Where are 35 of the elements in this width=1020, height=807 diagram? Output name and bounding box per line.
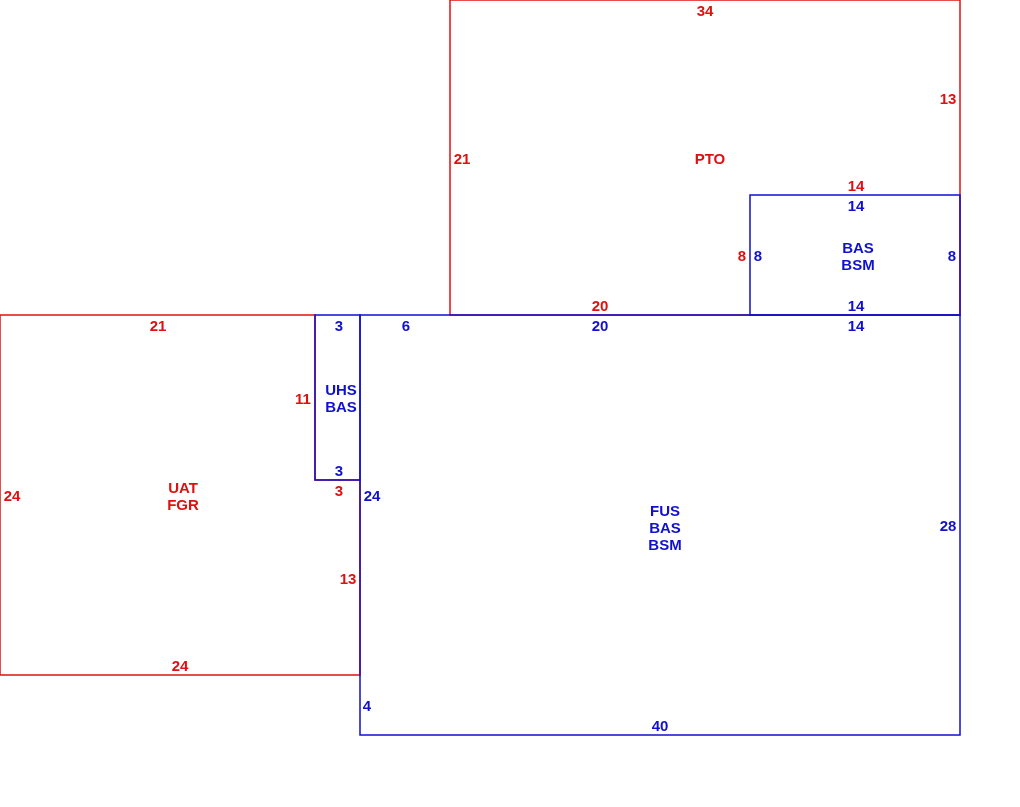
- dimension-label: 14: [847, 177, 865, 193]
- dimension-label: 6: [401, 317, 411, 333]
- dimension-label: 20: [591, 317, 609, 333]
- room-code: BAS: [841, 239, 875, 256]
- dimension-label: 21: [453, 150, 471, 166]
- room-code: UHS: [325, 381, 357, 398]
- dimension-label: 11: [295, 390, 311, 406]
- dimension-label: 21: [149, 317, 167, 333]
- room-code: BAS: [648, 518, 682, 536]
- dimension-label: 8: [947, 247, 957, 263]
- room-code: BAS: [325, 398, 357, 415]
- dimension-label: 3: [334, 482, 344, 498]
- dimension-label: 24: [171, 657, 189, 673]
- dimension-label: 4: [362, 697, 372, 713]
- room-code: FGR: [167, 496, 199, 513]
- room-code: PTO: [694, 149, 726, 167]
- room-code: BSM: [648, 535, 682, 553]
- dimension-label: 34: [696, 2, 714, 18]
- dimension-label: 24: [3, 487, 21, 503]
- dimension-label: 24: [363, 487, 381, 503]
- room-code: UAT: [167, 479, 199, 496]
- dimension-label: 8: [753, 247, 763, 263]
- dimension-label: 3: [334, 317, 344, 333]
- dimension-label: 28: [939, 517, 957, 533]
- dimension-label: 14: [847, 317, 865, 333]
- dimension-label: 13: [339, 570, 357, 586]
- room-code: BSM: [841, 256, 875, 273]
- dimension-label: 40: [651, 717, 669, 733]
- dimension-label: 20: [591, 297, 609, 313]
- dimension-label: 3: [334, 462, 344, 478]
- room-code: FUS: [649, 501, 681, 519]
- dimension-label: 13: [939, 90, 957, 106]
- dimension-label: 14: [847, 197, 865, 213]
- dimension-label: 14: [847, 297, 865, 313]
- dimension-label: 8: [737, 247, 747, 263]
